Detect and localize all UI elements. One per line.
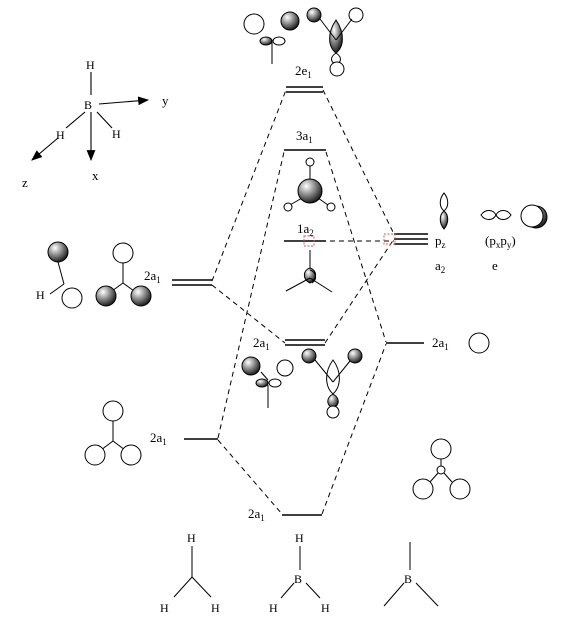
- energy-levels: [172, 86, 428, 516]
- fragment-b: [383, 542, 439, 607]
- highlight-markers: [303, 233, 396, 247]
- fragment-h3: [173, 546, 212, 598]
- label-a2: a2: [435, 258, 445, 275]
- bh3-left-h: H: [269, 601, 278, 615]
- label-e: e: [492, 258, 498, 273]
- h3-top-h: H: [187, 531, 196, 545]
- boron-py-orbital: [520, 204, 548, 229]
- z-axis-label: z: [22, 175, 28, 190]
- correlation-lines: [211, 89, 395, 515]
- orbital-2e1-right: [306, 7, 364, 77]
- boron-s-orbital: [468, 332, 490, 354]
- coord-h-top: H: [86, 58, 95, 72]
- bh3-boron: B: [294, 572, 302, 586]
- label-2e1: 2e1: [295, 63, 312, 80]
- label-pxpy: (pxpy): [485, 233, 516, 250]
- boron-pz-orbital: [439, 192, 449, 230]
- coord-boron: B: [84, 98, 92, 112]
- ligand-h-label: H: [36, 288, 45, 302]
- boron-px-orbital: [480, 210, 512, 220]
- orbital-3a1: [283, 157, 336, 212]
- label-right-2a1: 2a1: [432, 335, 449, 352]
- orbital-center-lower-left: [241, 356, 294, 408]
- label-left-upper-2a1: 2a1: [144, 268, 161, 285]
- label-1a2: 1a2: [297, 221, 314, 238]
- ligand-left-lower: [84, 400, 142, 466]
- label-center-2a1: 2a1: [253, 335, 270, 352]
- ligand-left-pair: [47, 241, 152, 309]
- fragment-bh3: [280, 546, 321, 599]
- bh3-top-h: H: [295, 531, 304, 545]
- y-axis-label: y: [162, 93, 169, 108]
- bh3-right-h: H: [321, 601, 330, 615]
- label-bottom-2a1: 2a1: [248, 506, 265, 523]
- orbital-1a2: [285, 250, 333, 293]
- h3-left-h: H: [160, 601, 169, 615]
- y-axis-arrow: [98, 96, 150, 106]
- orbital-2e1-left: [243, 11, 300, 64]
- bh-right-bond: [96, 111, 113, 129]
- b-fragment-boron: B: [404, 572, 412, 586]
- orbital-center-lower-right: [301, 348, 363, 419]
- bh-left-bond: [65, 111, 86, 129]
- z-axis-arrow: [31, 137, 59, 161]
- bh3-lower-right-orbital: [412, 438, 471, 500]
- label-left-lower-2a1: 2a1: [150, 430, 167, 447]
- h3-right-h: H: [211, 601, 220, 615]
- x-axis-label: x: [92, 168, 99, 183]
- coord-h-right: H: [112, 127, 121, 141]
- coord-h-left: H: [56, 128, 65, 142]
- label-3a1: 3a1: [296, 128, 313, 145]
- label-pz: pz: [435, 233, 446, 250]
- coordinate-system: [31, 72, 150, 162]
